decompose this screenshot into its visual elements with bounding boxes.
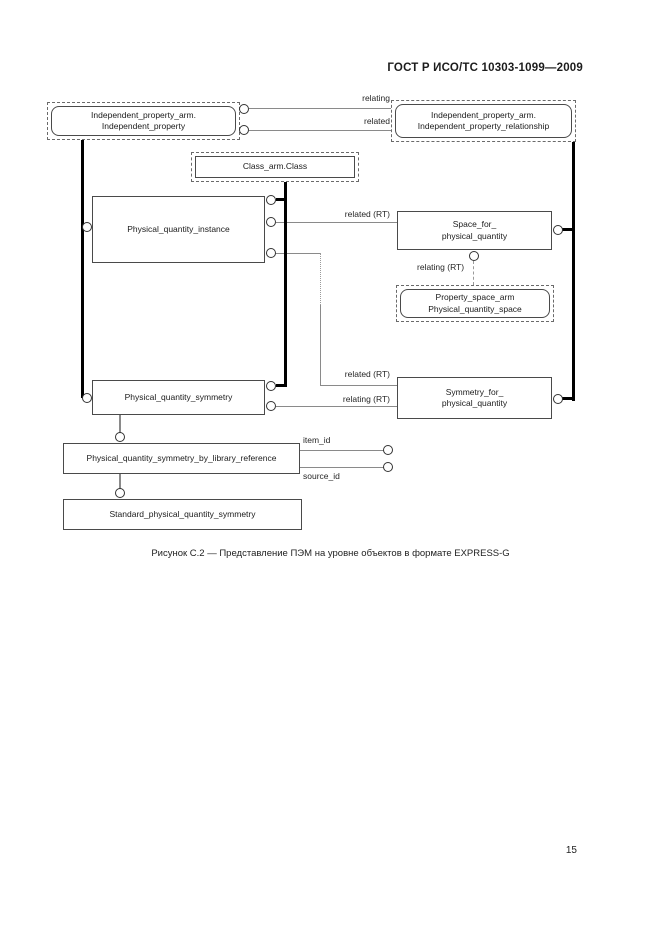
relation-label-relating: relating <box>362 93 390 103</box>
entity-box-class: Class_arm.Class <box>191 152 359 182</box>
connector-circle <box>383 462 393 472</box>
page-header: ГОСТ Р ИСО/ТС 10303-1099—2009 <box>387 62 583 74</box>
entity-label: Independent_property_arm. <box>91 109 196 120</box>
connector-circle <box>115 488 125 498</box>
subtype-branch <box>276 198 285 201</box>
connector-circle <box>266 381 276 391</box>
entity-label: Standard_physical_quantity_symmetry <box>109 508 256 519</box>
entity-label: Class_arm.Class <box>242 161 308 172</box>
relation-label-relating-rt: relating (RT) <box>342 394 390 404</box>
entity-label: Symmetry_for_ <box>445 386 504 397</box>
connector-circle <box>469 251 479 261</box>
entity-label: Space_for_ <box>452 219 497 230</box>
connector-circle <box>553 394 563 404</box>
connector-circle <box>82 393 92 403</box>
entity-box-physical-quantity-instance: Physical_quantity_instance <box>92 196 265 263</box>
relation-label-related-rt: related (RT) <box>344 209 390 219</box>
relation-line-dashed <box>473 261 474 285</box>
relation-label-related-rt: related (RT) <box>344 369 390 379</box>
figure-caption: Рисунок С.2 — Представление ПЭМ на уровн… <box>151 548 510 559</box>
relation-line-relating-rt <box>276 406 397 407</box>
relation-line-related-rt <box>320 385 397 386</box>
relation-line-related <box>249 130 391 131</box>
attribute-label-source-id: source_id <box>303 471 340 481</box>
entity-label: Physical_quantity_symmetry <box>124 391 233 402</box>
entity-label: Independent_property_arm. <box>431 109 536 120</box>
entity-box-physical-quantity-symmetry: Physical_quantity_symmetry <box>92 380 265 415</box>
subtype-branch <box>276 384 285 387</box>
relation-label-relating-rt: relating (RT) <box>417 262 465 272</box>
connector-circle <box>115 432 125 442</box>
connector-circle <box>239 104 249 114</box>
entity-label: Property_space_arm <box>435 292 515 303</box>
subtype-line-down <box>119 415 121 433</box>
entity-label: Physical_quantity_symmetry_by_library_re… <box>86 452 277 463</box>
connector-circle <box>553 225 563 235</box>
entity-label: physical_quantity <box>441 230 508 241</box>
connector-circle <box>266 217 276 227</box>
entity-box-space-for-physical-quantity: Space_for_ physical_quantity <box>397 211 552 250</box>
relation-line-dotted <box>320 253 321 305</box>
page-number: 15 <box>565 845 577 856</box>
subtype-line-down <box>119 474 121 489</box>
subtype-branch <box>562 397 572 400</box>
connector-circle <box>266 195 276 205</box>
connector-circle <box>266 401 276 411</box>
entity-label: Physical_quantity_space <box>428 303 522 314</box>
entity-box-independent-property: Independent_property_arm. Independent_pr… <box>47 102 240 140</box>
attribute-line-source-id <box>300 467 384 468</box>
entity-label: Independent_property_relationship <box>417 121 550 131</box>
entity-box-symmetry-by-library-reference: Physical_quantity_symmetry_by_library_re… <box>63 443 300 474</box>
relation-line-segment <box>320 305 321 385</box>
relation-line-relating <box>249 108 391 109</box>
subtype-line-left <box>81 140 84 398</box>
connector-circle <box>383 445 393 455</box>
relation-line-segment <box>276 253 321 254</box>
entity-label: Independent_property <box>101 121 186 131</box>
attribute-line-item-id <box>300 450 384 451</box>
connector-circle <box>82 222 92 232</box>
connector-circle <box>239 125 249 135</box>
connector-circle <box>266 248 276 258</box>
relation-line-related-rt <box>276 222 397 223</box>
subtype-line-right <box>572 142 575 401</box>
entity-label: Physical_quantity_instance <box>127 223 230 234</box>
entity-box-property-space: Property_space_arm Physical_quantity_spa… <box>396 285 554 322</box>
subtype-line-middle <box>284 182 287 387</box>
entity-box-standard-physical-quantity-symmetry: Standard_physical_quantity_symmetry <box>63 499 302 530</box>
entity-box-independent-property-relationship: Independent_property_arm. Independent_pr… <box>391 100 576 142</box>
attribute-label-item-id: item_id <box>303 435 331 445</box>
relation-label-related: related <box>364 116 390 126</box>
entity-label: physical_quantity <box>441 398 508 408</box>
entity-box-symmetry-for-physical-quantity: Symmetry_for_ physical_quantity <box>397 377 552 419</box>
subtype-branch <box>562 228 572 231</box>
